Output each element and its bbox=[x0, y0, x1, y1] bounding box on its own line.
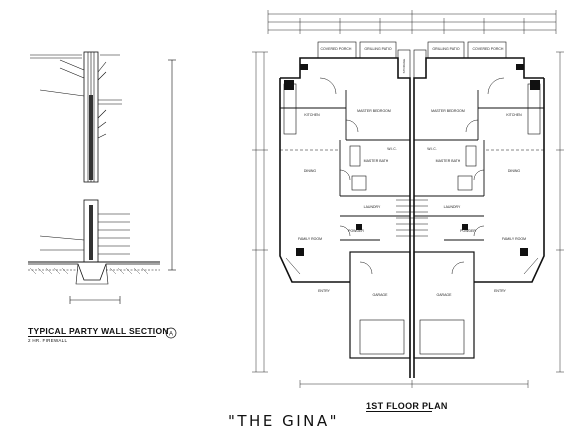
room-label: POWDER bbox=[348, 229, 364, 233]
party-wall-title-underline bbox=[28, 336, 156, 337]
storage-label: STORAGE bbox=[402, 59, 406, 74]
room-label: COVERED PORCH bbox=[321, 47, 352, 51]
room-label: GRILLING PATIO bbox=[432, 47, 460, 51]
right-unit-labels: COVERED PORCH GRILLING PATIO MASTER BEDR… bbox=[427, 47, 526, 297]
room-label: DINING bbox=[304, 169, 317, 173]
left-unit-labels: COVERED PORCH GRILLING PATIO MASTER BEDR… bbox=[298, 47, 397, 297]
room-label: MASTER BATH bbox=[364, 159, 389, 163]
room-label: KITCHEN bbox=[304, 113, 320, 117]
room-label: MASTER BEDROOM bbox=[357, 109, 391, 113]
room-label: W.I.C. bbox=[387, 147, 397, 151]
room-label: POWDER bbox=[460, 229, 476, 233]
room-label: MASTER BEDROOM bbox=[431, 109, 465, 113]
room-label: GARAGE bbox=[437, 293, 453, 297]
party-wall-section-hatching bbox=[29, 267, 149, 275]
floor-plan-walls bbox=[279, 41, 545, 378]
room-label: DINING bbox=[508, 169, 521, 173]
floor-plan-dimensions bbox=[252, 10, 564, 388]
room-label: W.I.C. bbox=[427, 147, 437, 151]
detail-marker bbox=[165, 327, 177, 339]
room-label: FAMILY ROOM bbox=[298, 237, 322, 241]
room-label: MASTER BATH bbox=[436, 159, 461, 163]
room-label: KITCHEN bbox=[506, 113, 522, 117]
room-label: FAMILY ROOM bbox=[502, 237, 526, 241]
room-label: COVERED PORCH bbox=[473, 47, 504, 51]
room-label: LAUNDRY bbox=[444, 205, 461, 209]
floor-plan-title-underline bbox=[366, 411, 432, 412]
party-wall-section-drawing bbox=[28, 51, 176, 304]
party-wall-section-subtitle: 2 HR. FIREWALL bbox=[28, 338, 68, 343]
floor-plan-dark-marks bbox=[284, 64, 540, 256]
party-wall-section-title: TYPICAL PARTY WALL SECTION bbox=[28, 326, 169, 336]
room-label: ENTRY bbox=[494, 289, 506, 293]
room-label: GRILLING PATIO bbox=[364, 47, 392, 51]
floor-plan-title: 1ST FLOOR PLAN bbox=[366, 401, 448, 411]
room-label: LAUNDRY bbox=[364, 205, 381, 209]
room-label: ENTRY bbox=[318, 289, 330, 293]
room-label: GARAGE bbox=[373, 293, 389, 297]
sheet-title: "THE GINA" bbox=[228, 412, 340, 430]
detail-marker-label: A bbox=[169, 332, 173, 338]
